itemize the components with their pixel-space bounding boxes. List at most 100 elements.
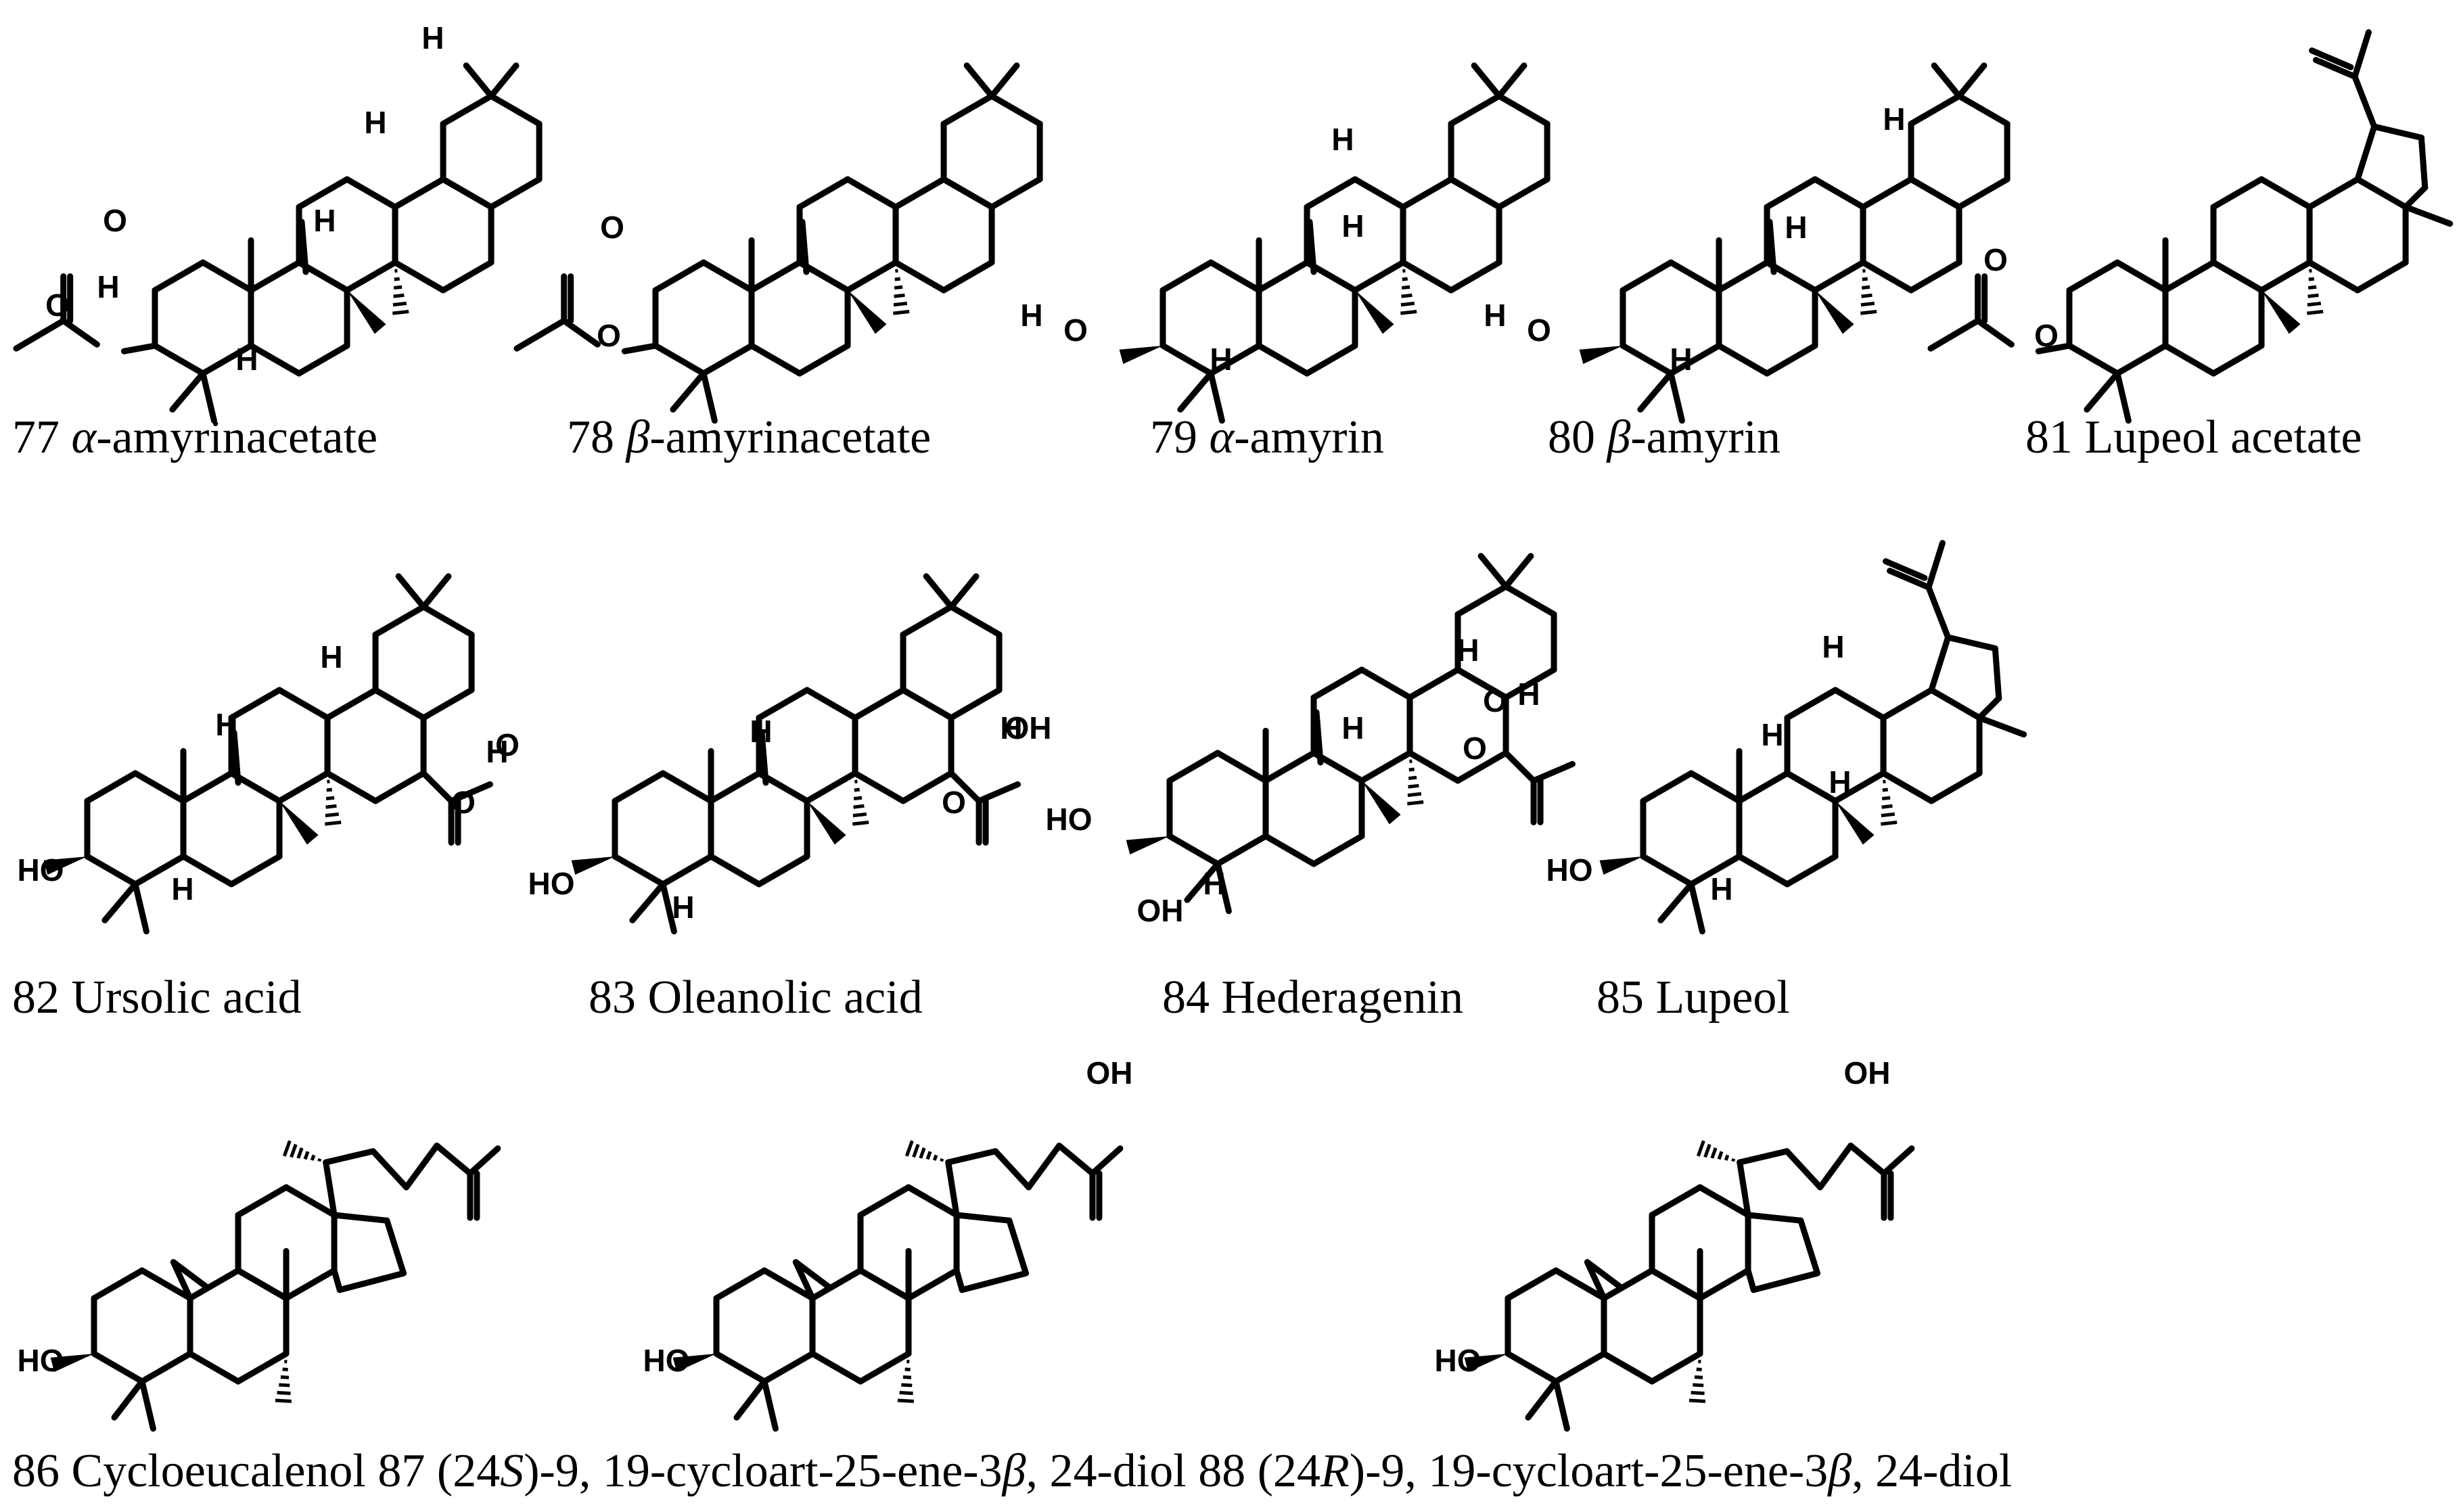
atom-labels-81: OO	[1983, 242, 2059, 353]
hash-bond	[1882, 787, 1889, 792]
bond	[84, 853, 139, 888]
atom-label: O	[495, 727, 520, 762]
atom-label: HO	[643, 1343, 690, 1378]
bond	[1688, 770, 1743, 804]
atom-label: HO	[1546, 852, 1593, 888]
bond	[1976, 714, 2027, 738]
bond	[809, 1350, 864, 1385]
bond	[796, 342, 851, 377]
bond	[2066, 342, 2121, 377]
bond	[1358, 666, 1413, 701]
bond	[1056, 1143, 1096, 1176]
atom-label: O	[2034, 318, 2059, 353]
bond	[1640, 770, 1695, 804]
bond	[1601, 1267, 1655, 1302]
bond	[758, 729, 769, 786]
bond	[384, 1217, 407, 1277]
bond	[804, 687, 858, 721]
bond	[1454, 666, 1509, 701]
atom-label: H	[1761, 717, 1783, 752]
bond	[2418, 135, 2429, 191]
bond	[2210, 259, 2265, 294]
hash-bond	[393, 285, 403, 290]
hash-bond	[893, 301, 908, 307]
bond	[111, 1378, 145, 1421]
bond	[1925, 540, 1946, 591]
bond	[761, 1350, 816, 1385]
atom-label: O	[45, 288, 70, 323]
compound-label-83: 83 Oleanolic acid	[589, 971, 923, 1024]
bond	[561, 317, 601, 348]
hash-bond	[1407, 792, 1422, 798]
bond	[621, 342, 659, 354]
bond	[1956, 176, 2010, 210]
bond	[1880, 770, 1935, 804]
bond	[91, 1350, 145, 1385]
bond	[132, 853, 187, 888]
atom-label: H	[1341, 208, 1364, 244]
bond	[1352, 176, 1406, 210]
atom-label: O	[1983, 242, 2008, 277]
bond	[1737, 1148, 1790, 1166]
bond	[298, 219, 309, 275]
bond	[139, 1378, 156, 1432]
atom-label: O	[942, 785, 966, 820]
bond	[187, 1350, 242, 1385]
bond	[2258, 176, 2313, 210]
bond	[804, 770, 858, 804]
bond	[1928, 687, 1983, 721]
bond	[1668, 342, 1722, 377]
hash-bond	[2307, 285, 2317, 290]
bond	[708, 770, 762, 804]
atom-label: H	[672, 890, 694, 925]
hash-bond	[894, 293, 905, 298]
bond	[1310, 666, 1365, 701]
hash-bond	[325, 804, 337, 809]
bond	[670, 370, 707, 413]
atom-label: O	[1463, 731, 1487, 766]
hash-bond	[904, 1140, 914, 1157]
bond	[440, 176, 495, 210]
bond	[700, 259, 755, 294]
compound-label-85: 85 Lupeol	[1596, 971, 1790, 1024]
hash-bond	[392, 309, 409, 315]
bond	[228, 853, 283, 888]
bond	[660, 770, 714, 804]
bond	[1584, 1259, 1624, 1291]
atom-label: H	[750, 714, 772, 749]
bond	[1860, 176, 1914, 210]
bond	[1471, 62, 1502, 99]
bond	[1262, 750, 1317, 784]
bond	[1504, 1267, 1559, 1302]
hash-bond	[899, 1391, 913, 1396]
bond	[1208, 370, 1225, 424]
atom-label: HO	[18, 1343, 64, 1378]
bond	[392, 259, 446, 294]
atom-label: HO	[1046, 802, 1093, 837]
wedge-bond	[1126, 836, 1170, 855]
bond	[2210, 342, 2265, 377]
bond	[248, 342, 302, 377]
hash-bond	[2307, 293, 2319, 298]
bond	[660, 881, 677, 935]
bond	[905, 1184, 960, 1218]
bond	[323, 1148, 376, 1166]
bond	[1553, 1350, 1607, 1385]
bond	[940, 259, 995, 294]
bond	[1352, 259, 1406, 294]
atom-label: OH	[1086, 1055, 1133, 1091]
bond	[1783, 1148, 1824, 1191]
bond	[169, 370, 206, 413]
bond	[1553, 1378, 1570, 1432]
bond	[1817, 1143, 1854, 1191]
bond	[900, 687, 955, 721]
hash-bond	[1408, 783, 1419, 789]
bond	[1737, 1159, 1751, 1218]
bond	[940, 176, 995, 210]
bond	[1847, 1143, 1887, 1176]
hash-bond	[1691, 1391, 1705, 1396]
atom-label: H	[1020, 298, 1042, 333]
bond	[1745, 1267, 1757, 1293]
hash-bond	[325, 820, 342, 826]
bond	[988, 93, 1043, 127]
